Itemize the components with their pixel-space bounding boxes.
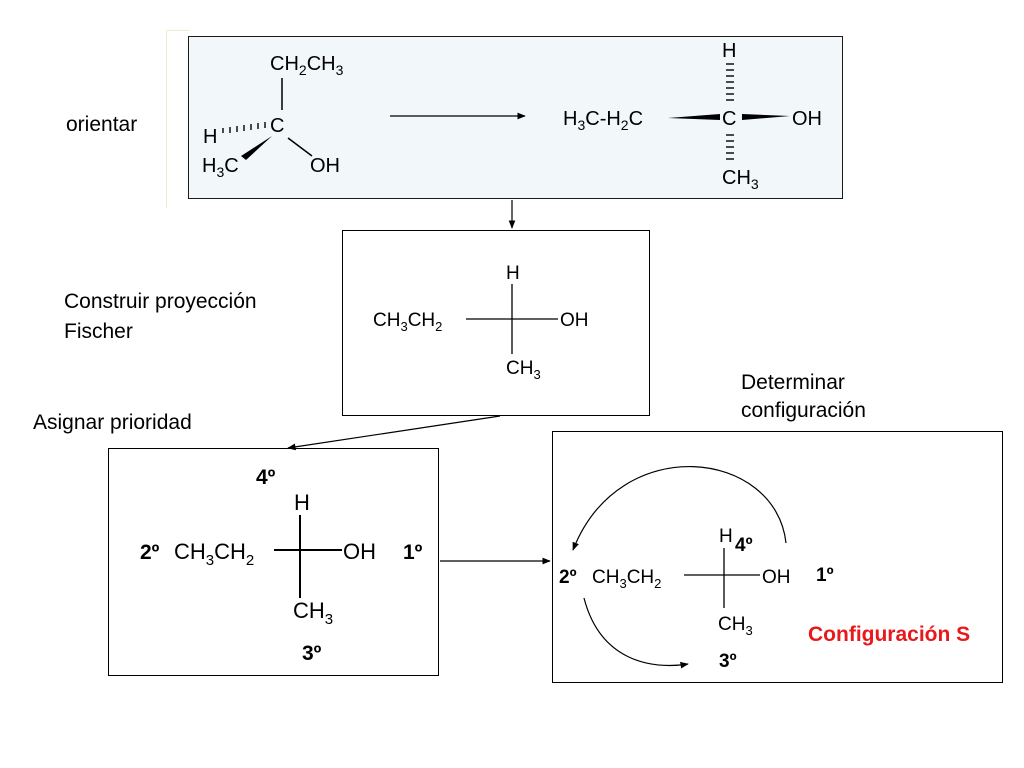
molecule-oriented: H H3C-H2C C OH CH3 (563, 40, 822, 192)
fischer-oh: OH (560, 310, 589, 331)
molecule-3d: CH2CH3 H C H3C OH (202, 53, 344, 180)
rank-2-label: 2º (140, 541, 160, 564)
mol3d-wedge-bond (241, 136, 272, 160)
oriented-hashed-top (726, 63, 734, 101)
config-oh: OH (762, 567, 791, 588)
config-rank-2: 2º (559, 567, 577, 588)
priority-box (108, 448, 439, 676)
fischer-methyl: CH3 (506, 358, 541, 382)
mol3d-bond-oh (287, 137, 313, 157)
step-assign-label: Asignar prioridad (33, 411, 192, 434)
fischer-box (342, 230, 650, 416)
mol3d-hashed-bond (222, 122, 266, 133)
rotation-arrow-bottom (583, 597, 689, 669)
mol3d-top-group: CH2CH3 (270, 53, 344, 78)
oriented-hashed-bottom (726, 134, 734, 160)
step-determine-label-line2: configuración (741, 399, 866, 422)
oriented-center-carbon: C (722, 108, 736, 130)
oriented-methyl: CH3 (722, 167, 759, 192)
configuration-result: Configuración S (808, 623, 970, 646)
rank-1-label: 1º (403, 541, 423, 564)
config-ethyl: CH3CH2 (592, 567, 661, 591)
priority-oh: OH (343, 539, 376, 564)
rank-4-label: 4º (256, 466, 276, 489)
config-rank-1: 1º (816, 565, 834, 586)
box-decor-line (166, 30, 167, 208)
config-methyl: CH3 (718, 614, 753, 638)
fischer-projection: H CH3CH2 OH CH3 (373, 263, 589, 382)
priority-molecule: 4º H 2º CH3CH2 OH 1º CH3 3º (140, 466, 423, 665)
step-determine-label-line1: Determinar (741, 371, 845, 394)
step-fischer-label-line2: Fischer (64, 320, 133, 343)
mol3d-h: H (203, 126, 217, 148)
oriented-ethyl: H3C-H2C (563, 108, 643, 133)
rotation-arrow-top (572, 466, 787, 551)
oriented-h: H (722, 40, 736, 62)
step-fischer-label-line1: Construir proyección (64, 290, 257, 313)
mol3d-oh: OH (310, 155, 340, 177)
mol3d-center-carbon: C (270, 115, 284, 137)
diagonal-arrow (287, 415, 501, 451)
fischer-ethyl: CH3CH2 (373, 310, 442, 334)
mol3d-methyl: H3C (202, 155, 239, 180)
oriented-wedge-right (742, 114, 790, 120)
fischer-h: H (506, 263, 520, 284)
box-decor-line-top (166, 30, 190, 31)
orientation-box (188, 36, 843, 199)
priority-ethyl: CH3CH2 (174, 539, 254, 569)
priority-h: H (294, 490, 310, 515)
oriented-oh: OH (792, 108, 822, 130)
configuration-box (552, 431, 1003, 683)
config-rank-4: 4º (735, 535, 753, 556)
config-h: H (719, 526, 733, 547)
rank-3-label: 3º (302, 642, 322, 665)
configuration-molecule: H 4º 2º CH3CH2 OH 1º CH3 3º Configuració… (559, 466, 970, 672)
step-orient-label: orientar (66, 113, 138, 136)
priority-methyl: CH3 (293, 598, 333, 628)
config-rank-3: 3º (719, 651, 737, 672)
oriented-wedge-left (668, 114, 720, 120)
